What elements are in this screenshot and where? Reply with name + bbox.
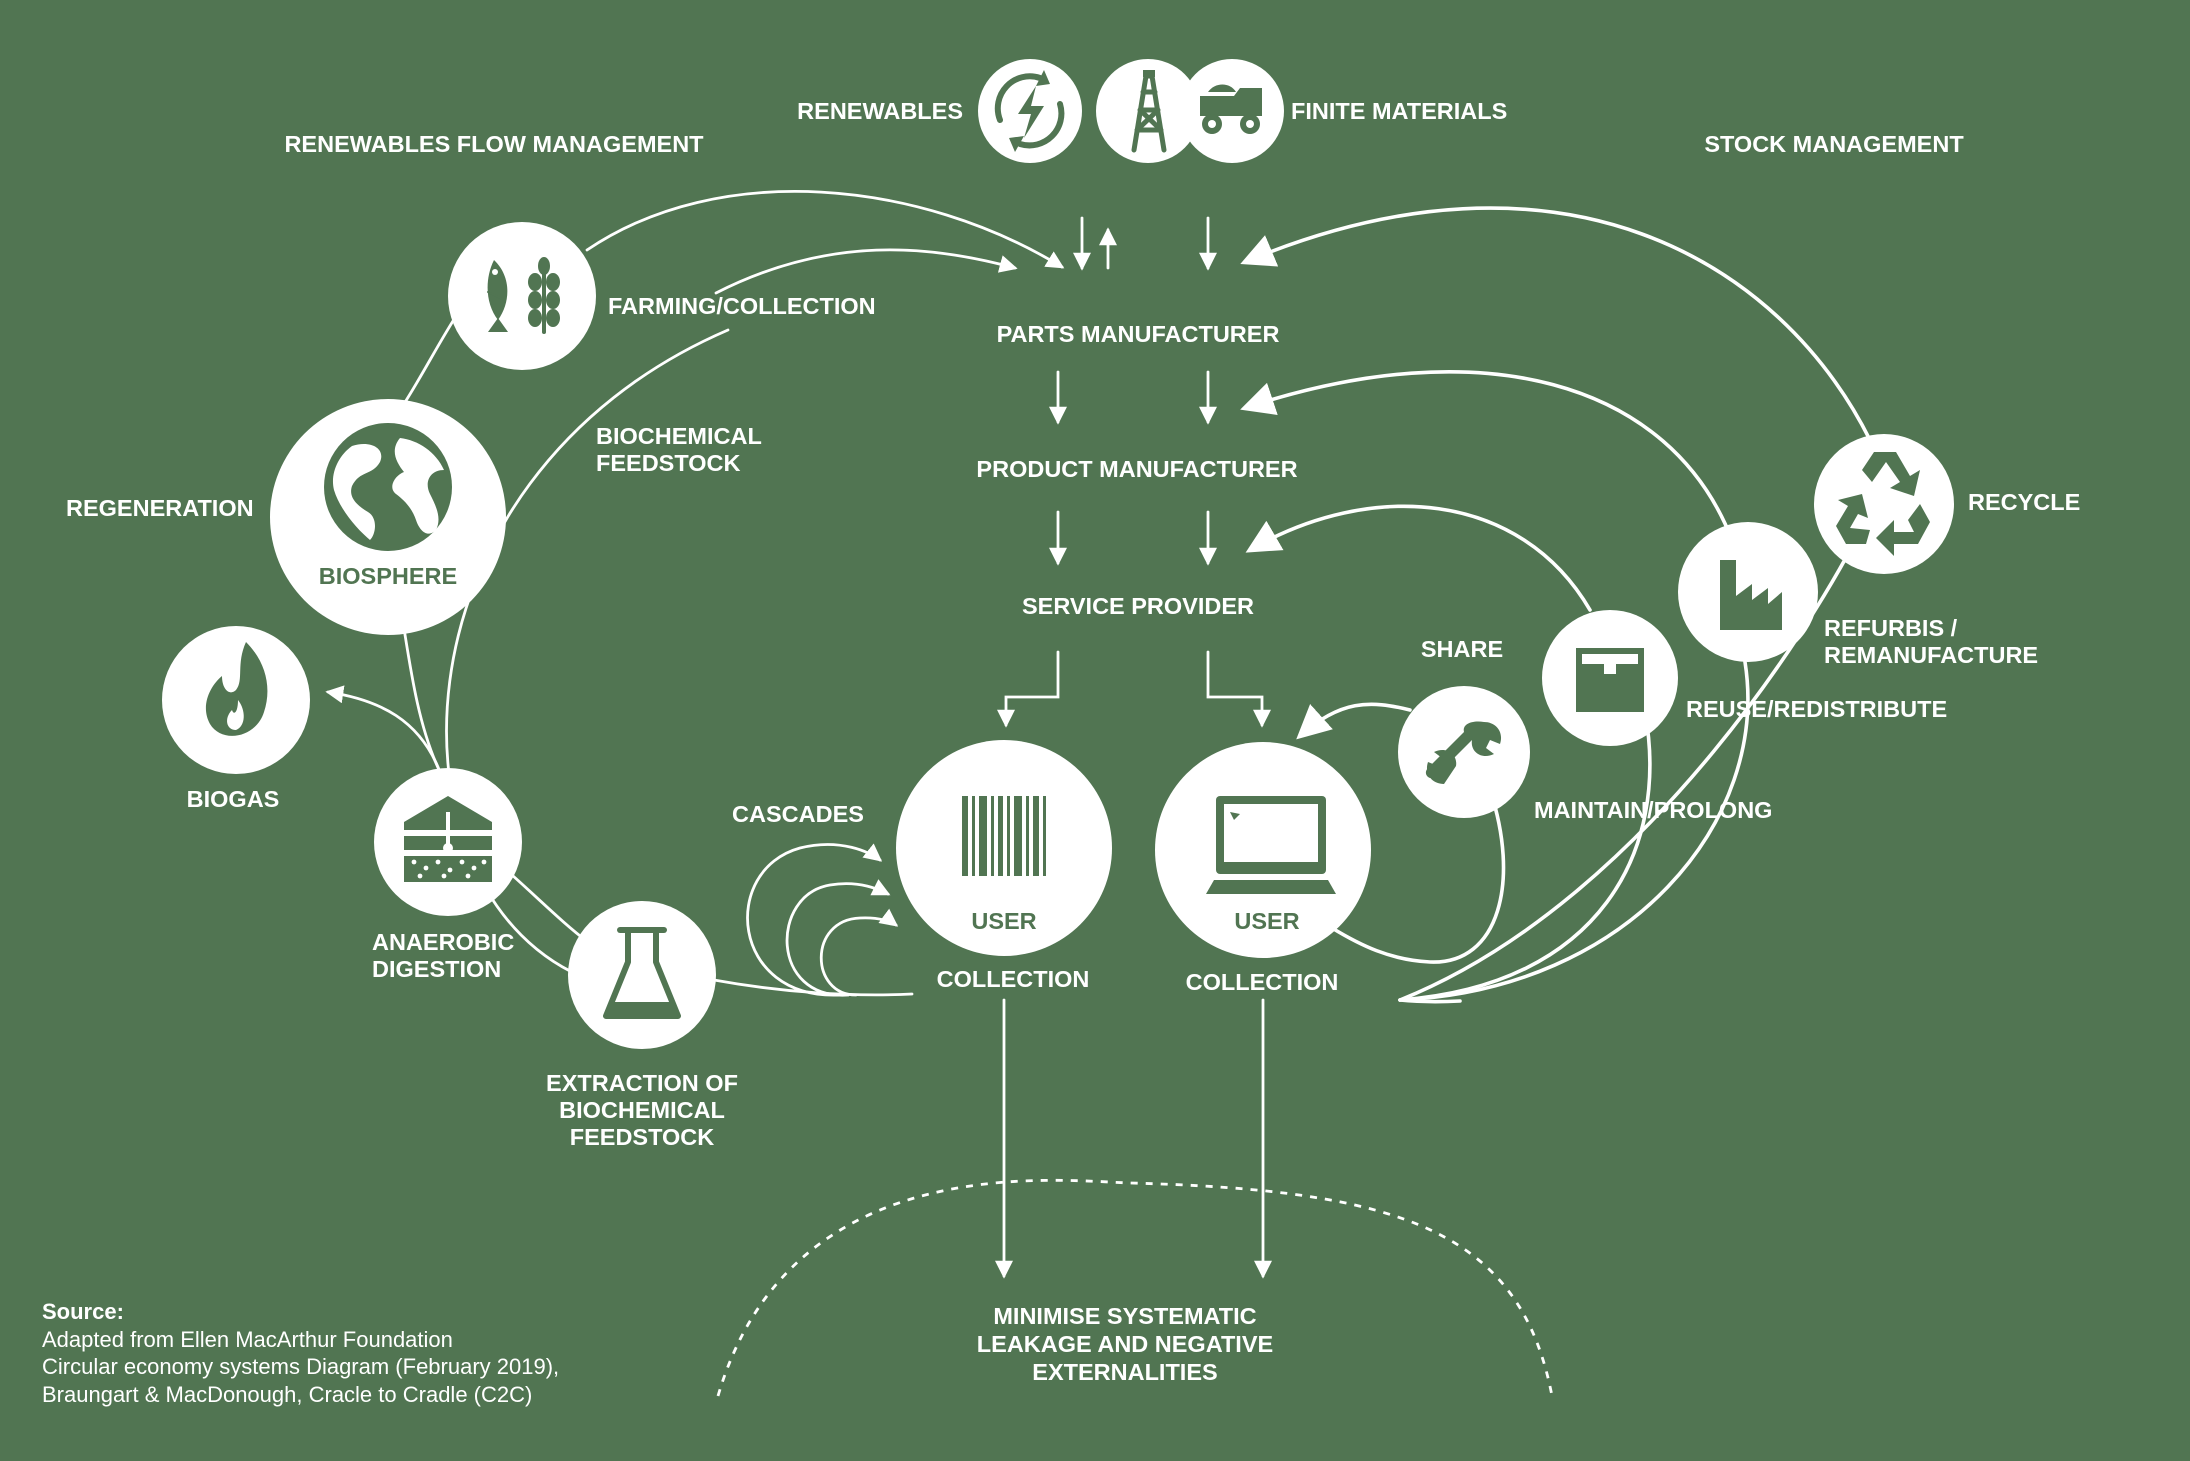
factory-icon [1720, 560, 1782, 630]
line-digestion-extraction [510, 873, 590, 944]
right-user-label: USER [1234, 908, 1299, 934]
source-title: Source: [42, 1299, 124, 1324]
line-maintain-loop [1330, 788, 1506, 964]
arrow-farming-to-parts-outer [585, 190, 1065, 269]
arrow-digestion-biogas [325, 685, 442, 774]
share-node [1398, 686, 1530, 818]
stock-management-label: STOCK MANAGEMENT [1704, 131, 1964, 157]
arrow-cascade-middle [785, 879, 891, 997]
labels: RENEWABLES FINITE MATERIALS RENEWABLES F… [66, 98, 2080, 1385]
mining-truck-icon [1200, 84, 1262, 134]
extraction-label-line2: BIOCHEMICAL [559, 1097, 725, 1123]
finite-materials-label: FINITE MATERIALS [1291, 98, 1507, 124]
flow-lines [325, 190, 1872, 1397]
oil-derrick-icon [1131, 70, 1167, 153]
anaerobic-digestion-label-line2: DIGESTION [372, 956, 501, 982]
extraction-label-line1: EXTRACTION OF [546, 1070, 738, 1096]
maintain-prolong-label: MAINTAIN/PROLONG [1534, 797, 1772, 823]
line-collection-tail [1398, 998, 1462, 1004]
extraction-node [568, 901, 716, 1049]
parts-manufacturer-label: PARTS MANUFACTURER [997, 321, 1280, 347]
left-collection-label: COLLECTION [937, 966, 1090, 992]
screen-icon [1206, 796, 1336, 894]
barcode-icon [962, 796, 1046, 876]
service-provider-label: SERVICE PROVIDER [1022, 593, 1254, 619]
line-reuse-collection [1398, 710, 1652, 1002]
biogas-label: BIOGAS [187, 786, 280, 812]
biochemical-feedstock-label-line1: BIOCHEMICAL [596, 423, 762, 449]
refurbish-label-line2: REMANUFACTURE [1824, 642, 2038, 668]
arrow-farming-to-parts-inner [714, 248, 1018, 295]
biosphere-label: BIOSPHERE [319, 563, 457, 589]
globe-icon [324, 423, 452, 551]
digester-icon [404, 796, 492, 882]
cascades-label: CASCADES [732, 801, 864, 827]
arrow-service-user-left [997, 650, 1060, 728]
line-refurbish-collection [1398, 660, 1750, 1002]
flask-icon [603, 927, 681, 1019]
refurbish-label-line1: REFURBIS / [1824, 615, 1958, 641]
farming-node [448, 222, 596, 370]
regeneration-label: REGENERATION [66, 495, 254, 521]
arrow-reuse-to-service [1245, 504, 1592, 612]
leakage-label-line3: EXTERNALITIES [1032, 1359, 1217, 1385]
line-extraction-biochem-loop [445, 328, 730, 982]
renewable-energy-icon [994, 70, 1065, 152]
source-line-1: Adapted from Ellen MacArthur Foundation [42, 1326, 453, 1352]
arrow-refurbish-to-product [1240, 370, 1734, 542]
arrow-cascade-outer [746, 843, 883, 997]
arrow-cascade-inner [819, 908, 899, 997]
leakage-label-line1: MINIMISE SYSTEMATIC [993, 1303, 1256, 1329]
source-note: Source: Adapted from Ellen MacArthur Fou… [42, 1298, 742, 1408]
leakage-label-line2: LEAKAGE AND NEGATIVE [977, 1331, 1273, 1357]
left-user-label: USER [971, 908, 1036, 934]
line-biosphere-digestion [401, 620, 442, 774]
extraction-label-line3: FEEDSTOCK [570, 1124, 715, 1150]
recycle-label: RECYCLE [1968, 489, 2080, 515]
line-farming-biosphere [398, 308, 462, 412]
arrow-service-user-right [1206, 650, 1271, 728]
renewables-label: RENEWABLES [797, 98, 963, 124]
renewables-flow-management-label: RENEWABLES FLOW MANAGEMENT [284, 131, 704, 157]
arrow-recycle-to-parts [1240, 206, 1872, 442]
source-line-3: Braungart & MacDonough, Cracle to Cradle… [42, 1381, 533, 1407]
nodes [162, 59, 1954, 1049]
product-manufacturer-label: PRODUCT MANUFACTURER [976, 456, 1297, 482]
reuse-redistribute-label: REUSE/REDISTRIBUTE [1686, 696, 1947, 722]
arrow-share-to-user [1296, 702, 1412, 740]
fish-icon [487, 260, 508, 332]
share-label: SHARE [1421, 636, 1503, 662]
anaerobic-digestion-label-line1: ANAEROBIC [372, 929, 514, 955]
left-user-node [896, 740, 1112, 956]
biochemical-feedstock-label-line2: FEEDSTOCK [596, 450, 741, 476]
wheat-icon [528, 257, 560, 334]
wrench-icon [1425, 721, 1502, 784]
source-line-2: Circular economy systems Diagram (Februa… [42, 1354, 560, 1379]
flame-icon [205, 642, 268, 736]
recycle-icon [1836, 452, 1930, 556]
leakage-dashed-arc [716, 1178, 1554, 1397]
box-icon [1576, 648, 1644, 712]
farming-collection-label: FARMING/COLLECTION [608, 293, 876, 319]
right-collection-label: COLLECTION [1186, 969, 1339, 995]
